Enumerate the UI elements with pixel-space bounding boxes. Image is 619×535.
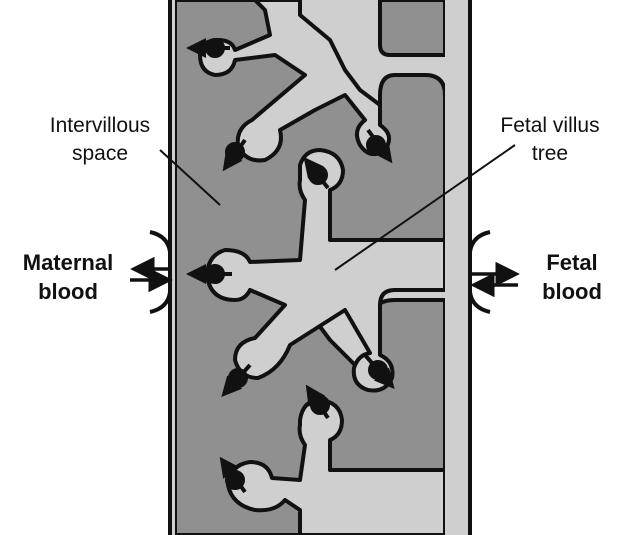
right-opening-bottom <box>470 292 490 312</box>
left-opening-top <box>150 232 170 252</box>
fetal-flow-arrows-icon <box>472 274 518 285</box>
fetal-blood-label-line1: Fetal <box>546 250 597 275</box>
maternal-flow-arrows-icon <box>130 269 168 280</box>
right-opening-top <box>470 232 490 252</box>
fetal-blood-label-line2: blood <box>542 279 602 304</box>
intervillous-label-line1: Intervillous <box>50 114 150 137</box>
left-opening-bottom <box>150 292 170 312</box>
maternal-blood-label-line2: blood <box>38 279 98 304</box>
fetal-villus-label-line2: tree <box>532 142 568 165</box>
fetal-villus-label-line1: Fetal villus <box>500 114 599 137</box>
maternal-blood-label-line1: Maternal <box>23 250 113 275</box>
intervillous-label-line2: space <box>72 142 128 165</box>
